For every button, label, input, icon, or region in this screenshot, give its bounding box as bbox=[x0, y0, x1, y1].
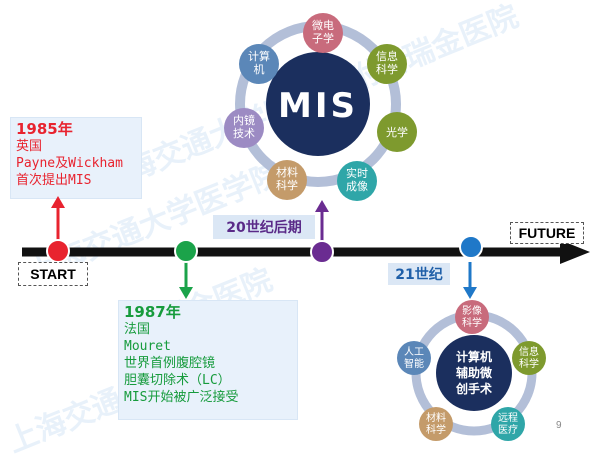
mis-node-materials-science: 材料 科学 bbox=[267, 160, 307, 200]
marker-1987-dot bbox=[174, 239, 198, 263]
future-node-ai: 人工 智能 bbox=[397, 341, 431, 375]
mis-node-microelectronics: 微电 子学 bbox=[303, 13, 343, 53]
future-node-circle bbox=[512, 341, 546, 375]
mis-node-label-1: 内镜 bbox=[233, 113, 255, 127]
marker-21st-dot bbox=[459, 235, 483, 259]
mis-node-label-2: 机 bbox=[254, 62, 265, 76]
marker-21st-arrowhead bbox=[463, 287, 477, 299]
marker-1985-dot bbox=[46, 239, 70, 263]
future-node-label-2: 科学 bbox=[426, 423, 446, 436]
marker-1987-arrowhead bbox=[179, 287, 193, 299]
mis-node-label-1: 微电 bbox=[312, 18, 334, 32]
mis-node-label-2: 子学 bbox=[312, 31, 334, 45]
page-number: 9 bbox=[556, 420, 562, 431]
event-1987-box bbox=[118, 300, 298, 420]
event-1987-line2: 胆囊切除术（LC） bbox=[124, 373, 231, 388]
mis-node-realtime-imaging: 实时 成像 bbox=[337, 161, 377, 201]
mis-node-circle bbox=[224, 108, 264, 148]
event-1987-country: 法国 bbox=[124, 322, 151, 337]
future-node-label-1: 影像 bbox=[462, 305, 482, 317]
future-node-circle bbox=[419, 407, 453, 441]
future-node-label-1: 远程 bbox=[498, 412, 518, 424]
event-1987-person: Mouret bbox=[124, 339, 171, 354]
marker-1985-arrowhead bbox=[51, 196, 65, 208]
future-node-label-1: 材料 bbox=[426, 411, 446, 424]
future-node-label-1: 人工 bbox=[404, 346, 424, 358]
mis-node-label-2: 技术 bbox=[233, 127, 255, 140]
mis-node-label-1: 实时 bbox=[346, 166, 368, 180]
mis-node-info-science: 信息 科学 bbox=[367, 44, 407, 84]
future-node-circle bbox=[397, 341, 431, 375]
event-1987-text: 1987年 法国 Mouret 世界首例腹腔镜 胆囊切除术（LC） MIS开始被… bbox=[124, 304, 238, 406]
event-1985-desc: 首次提出MIS bbox=[16, 173, 92, 188]
future-node-info-science: 信息 科学 bbox=[512, 341, 546, 375]
future-center-circle bbox=[436, 335, 512, 411]
future-node-label-2: 医疗 bbox=[498, 423, 518, 436]
era-21st-century-label: 21世纪 bbox=[388, 263, 450, 285]
timeline-arrowhead bbox=[560, 240, 590, 264]
mis-node-label-2: 科学 bbox=[276, 178, 298, 192]
future-node-circle bbox=[491, 407, 525, 441]
event-1985-box bbox=[10, 117, 142, 199]
event-1985-year: 1985年 bbox=[16, 120, 73, 138]
mis-node-label-1: 计算 bbox=[248, 49, 270, 63]
event-1985-people: Payne及Wickham bbox=[16, 156, 123, 171]
future-node-label-2: 智能 bbox=[404, 357, 424, 370]
mis-node-computer: 计算 机 bbox=[239, 44, 279, 84]
mis-node-label-2: 成像 bbox=[346, 180, 368, 193]
future-node-circle bbox=[455, 300, 489, 334]
era-20th-century-label: 20世纪后期 bbox=[213, 215, 315, 239]
mis-node-circle bbox=[337, 161, 377, 201]
mis-node-circle bbox=[377, 112, 417, 152]
mis-node-circle bbox=[267, 160, 307, 200]
slide: 上海交通大学医学院附属瑞金医院 上海交通大学医学院 瑞金医院 上海交通大学 19… bbox=[3, 0, 590, 460]
event-1987-line3: MIS开始被广泛接受 bbox=[124, 390, 239, 405]
event-1987-line1: 世界首例腹腔镜 bbox=[124, 356, 216, 371]
event-1987-year: 1987年 bbox=[124, 303, 181, 321]
future-node-materials-science: 材料 科学 bbox=[419, 407, 453, 441]
marker-20th-dot bbox=[310, 240, 334, 264]
future-node-label-2: 科学 bbox=[462, 316, 482, 329]
mis-node-label-2: 科学 bbox=[376, 62, 398, 76]
future-center-line1: 计算机 bbox=[456, 349, 492, 364]
future-node-telemedicine: 远程 医疗 bbox=[491, 407, 525, 441]
marker-20th-arrowhead bbox=[315, 200, 329, 212]
mis-node-circle bbox=[303, 13, 343, 53]
timeline-diagram: MIS 微电 子学 信息 科学 光学 实时 成像 材料 科学 内镜 技术 bbox=[22, 13, 590, 441]
future-label: FUTURE bbox=[510, 222, 584, 244]
mis-node-circle bbox=[367, 44, 407, 84]
event-1985-country: 英国 bbox=[16, 139, 43, 154]
start-label: START bbox=[18, 262, 88, 286]
mis-node-circle bbox=[239, 44, 279, 84]
mis-center-circle bbox=[266, 52, 370, 156]
mis-node-label-1: 光学 bbox=[386, 125, 408, 139]
future-node-label-1: 信息 bbox=[519, 345, 539, 358]
future-node-label-2: 科学 bbox=[519, 357, 539, 370]
future-node-imaging-science: 影像 科学 bbox=[455, 300, 489, 334]
future-center-line2: 辅助微 bbox=[456, 365, 493, 380]
mis-node-endoscopy: 内镜 技术 bbox=[224, 108, 264, 148]
future-center-line3: 创手术 bbox=[455, 381, 492, 396]
mis-center-label: MIS bbox=[278, 86, 358, 126]
mis-node-label-1: 材料 bbox=[276, 165, 298, 179]
mis-node-label-1: 信息 bbox=[376, 49, 398, 63]
mis-node-optics: 光学 bbox=[377, 112, 417, 152]
event-1985-text: 1985年 英国 Payne及Wickham 首次提出MIS bbox=[16, 121, 123, 189]
